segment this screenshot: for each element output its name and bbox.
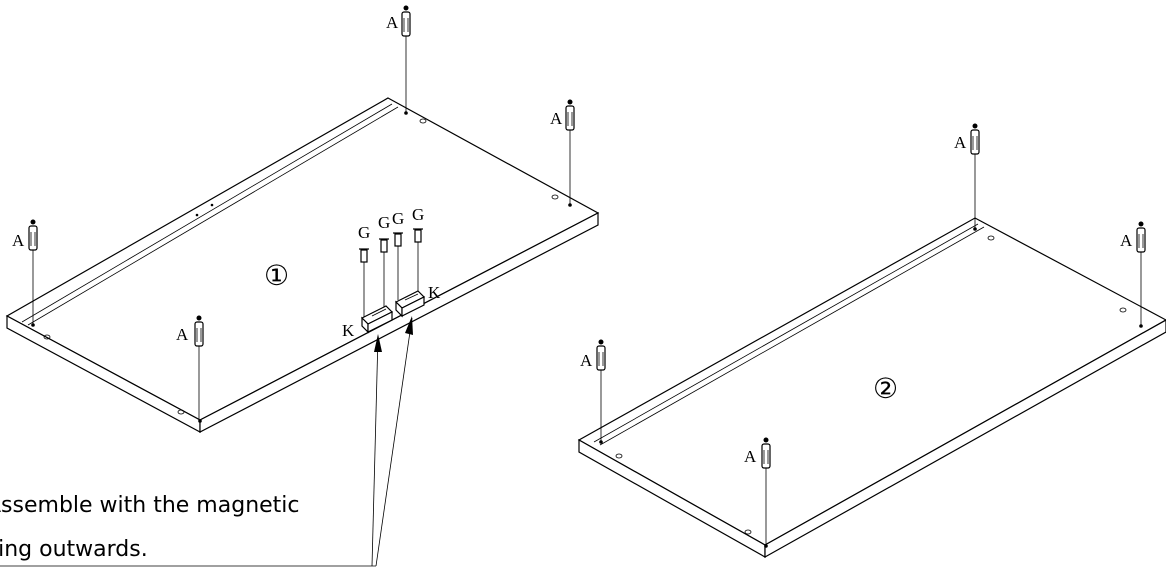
screw-a-left: A bbox=[580, 339, 606, 441]
screw-a-top: A bbox=[954, 123, 980, 228]
panel-1-groove-a bbox=[21, 103, 393, 323]
screw-label: A bbox=[550, 109, 563, 128]
magnet-k-right: K bbox=[394, 283, 441, 318]
screw-g-label: G bbox=[392, 209, 404, 228]
screw-label: A bbox=[744, 447, 757, 466]
screw-g-4: G bbox=[412, 205, 424, 294]
screw-a-left: A bbox=[12, 219, 38, 324]
hole-dot bbox=[210, 203, 214, 207]
step-2-label: ② bbox=[873, 372, 898, 405]
screw-g-1: G bbox=[358, 223, 370, 318]
screw-g-label: G bbox=[412, 205, 424, 224]
screw-g-label: G bbox=[358, 223, 370, 242]
hole bbox=[1119, 307, 1127, 313]
note-line-1: Assemble with the magnetic bbox=[0, 493, 300, 518]
hole-dot bbox=[568, 203, 572, 207]
screw-a-top: A bbox=[386, 5, 411, 112]
screw-label: A bbox=[1120, 231, 1133, 250]
hole-dot bbox=[198, 419, 202, 423]
screw-g-2: G bbox=[378, 213, 390, 315]
note-line-2: cing outwards. bbox=[0, 537, 148, 562]
screw-g-3: G bbox=[392, 209, 404, 300]
hole bbox=[987, 235, 995, 241]
screw-a-right: A bbox=[550, 99, 575, 204]
hole-dot bbox=[404, 111, 408, 115]
screw-a-front: A bbox=[176, 315, 204, 420]
magnet-k-left: K bbox=[342, 305, 394, 340]
magnet-label: K bbox=[342, 321, 355, 340]
panel-2-groove-a bbox=[593, 223, 979, 443]
assembly-note: Assemble with the magnetic cing outwards… bbox=[0, 493, 300, 562]
screw-a-front: A bbox=[744, 437, 771, 545]
hole bbox=[43, 334, 51, 340]
hole-dot bbox=[764, 544, 768, 548]
hole-dot bbox=[31, 323, 35, 327]
hole bbox=[177, 409, 185, 415]
screw-label: A bbox=[580, 351, 593, 370]
hole bbox=[551, 194, 559, 200]
screw-label: A bbox=[176, 325, 189, 344]
panel-2-side-edge bbox=[764, 319, 1166, 559]
screw-a-right: A bbox=[1120, 221, 1146, 325]
hole bbox=[744, 529, 752, 535]
hole-dot bbox=[599, 440, 603, 444]
screw-label: A bbox=[386, 13, 399, 32]
hole-dot bbox=[195, 213, 199, 217]
hole-dot bbox=[973, 227, 977, 231]
hole bbox=[615, 453, 623, 459]
panel-2: ② A A A A bbox=[577, 123, 1166, 559]
panel-1-side-edge bbox=[199, 212, 599, 433]
screw-g-label: G bbox=[378, 213, 390, 232]
step-1-label: ① bbox=[264, 259, 289, 292]
hole bbox=[419, 118, 427, 124]
panel-2-groove-b bbox=[599, 226, 985, 446]
magnet-label: K bbox=[428, 283, 441, 302]
screw-label: A bbox=[954, 133, 967, 152]
panel-1: ① A A A A bbox=[0, 5, 600, 567]
screw-label: A bbox=[12, 231, 25, 250]
leader-arrows bbox=[0, 316, 413, 567]
hole-dot bbox=[1139, 324, 1143, 328]
panel-1-groove-b bbox=[27, 106, 399, 326]
